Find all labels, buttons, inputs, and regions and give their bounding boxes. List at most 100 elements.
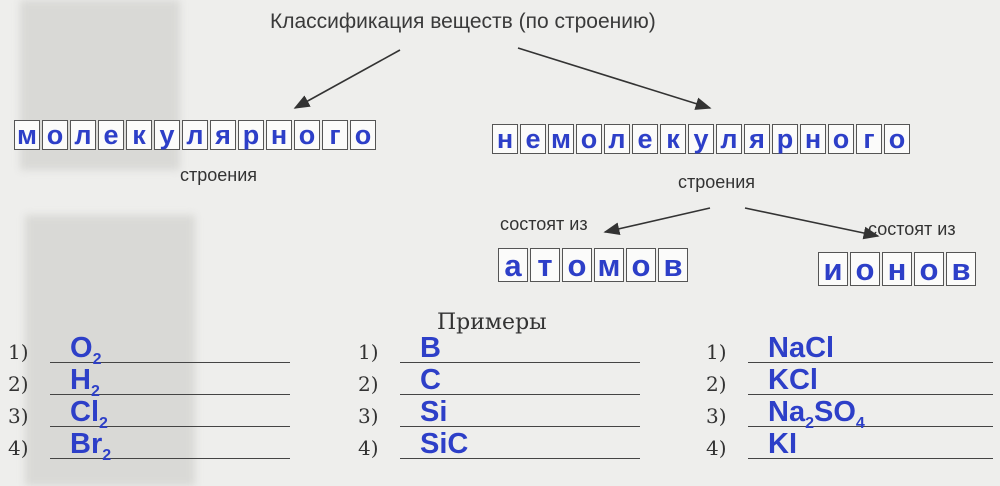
letter-box: а [498, 248, 528, 282]
example-number: 2) [358, 372, 379, 396]
answer-line [748, 394, 993, 395]
letter-box: о [850, 252, 880, 286]
example-number: 2) [706, 372, 727, 396]
answer-formula: KCl [768, 364, 818, 396]
letter-box: м [548, 124, 574, 154]
example-row: 1) B [358, 334, 640, 364]
letter-box: н [800, 124, 826, 154]
letter-box: л [716, 124, 742, 154]
arrow-to-nonmolecular [517, 47, 712, 110]
answer-formula: Si [420, 396, 448, 428]
answer-formula: H2 [70, 364, 100, 400]
letter-box: е [520, 124, 546, 154]
example-row: 1) O2 [8, 334, 290, 368]
example-number: 2) [8, 372, 29, 396]
letter-box: р [772, 124, 798, 154]
letter-box: р [238, 120, 264, 150]
letter-box: я [210, 120, 236, 150]
letter-box: н [882, 252, 912, 286]
example-row: 1)NaCl [706, 334, 993, 364]
letter-box: г [322, 120, 348, 150]
example-row: 2) H2 [8, 366, 290, 400]
molecular-caption: строения [180, 165, 258, 185]
example-row: 4) KI [706, 430, 993, 460]
answer-line [50, 426, 290, 427]
letter-box: я [744, 124, 770, 154]
arrow-to-ions [744, 207, 880, 240]
answer-line [50, 362, 290, 363]
letter-box: и [818, 252, 848, 286]
answer-line [50, 394, 290, 395]
arrow-to-atoms [603, 207, 711, 236]
answer-formula: O2 [70, 332, 102, 368]
answer-formula: Cl2 [70, 396, 108, 432]
example-row: 2) KCl [706, 366, 993, 396]
example-number: 1) [8, 340, 29, 364]
letter-box: к [660, 124, 686, 154]
letter-box: о [914, 252, 944, 286]
letter-box: у [688, 124, 714, 154]
letter-box: л [70, 120, 96, 150]
letter-box: о [294, 120, 320, 150]
consist-of-left-label: состоят из [500, 214, 588, 234]
letter-box: г [856, 124, 882, 154]
letter-box: у [154, 120, 180, 150]
answer-line [748, 458, 993, 459]
letter-box: о [350, 120, 376, 150]
example-number: 4) [706, 436, 727, 460]
answer-line [400, 394, 640, 395]
letter-box: н [492, 124, 518, 154]
letter-box: е [98, 120, 124, 150]
example-row: 3)Na2SO4 [706, 398, 993, 432]
letter-box: е [632, 124, 658, 154]
example-number: 3) [8, 404, 29, 428]
letter-box: о [576, 124, 602, 154]
answer-line [50, 458, 290, 459]
answer-line [400, 426, 640, 427]
example-row: 3) Si [358, 398, 640, 428]
answer-formula: SiC [420, 428, 469, 460]
background-portrait-bottom [25, 215, 195, 486]
nonmolecular-caption: строения [678, 172, 756, 192]
consist-of-right-label: состоят из [868, 219, 956, 239]
answer-formula: NaCl [768, 332, 835, 364]
letter-box: о [884, 124, 910, 154]
letter-box: м [14, 120, 40, 150]
letter-box: в [658, 248, 688, 282]
letter-box: л [182, 120, 208, 150]
answer-line [400, 458, 640, 459]
answer-formula: B [420, 332, 441, 364]
letter-box: о [828, 124, 854, 154]
letter-box: о [562, 248, 592, 282]
answer-line [400, 362, 640, 363]
example-number: 3) [358, 404, 379, 428]
examples-title: Примеры [437, 310, 547, 335]
letter-box: в [946, 252, 976, 286]
example-number: 4) [358, 436, 379, 460]
letter-box: к [126, 120, 152, 150]
example-row: 2) C [358, 366, 640, 396]
letter-box: о [42, 120, 68, 150]
answer-line [748, 426, 993, 427]
letter-box: м [594, 248, 624, 282]
classification-title: Классификация веществ (по строению) [270, 10, 656, 33]
example-number: 1) [358, 340, 379, 364]
answer-formula: KI [768, 428, 797, 460]
example-row: 3) Cl2 [8, 398, 290, 432]
answer-formula: Br2 [70, 428, 112, 464]
example-row: 4) Br2 [8, 430, 290, 464]
example-row: 4) SiC [358, 430, 640, 460]
arrow-to-molecular [293, 49, 401, 109]
example-number: 4) [8, 436, 29, 460]
answer-formula: Na2SO4 [768, 396, 865, 432]
letter-box: о [626, 248, 656, 282]
answer-formula: C [420, 364, 441, 396]
answer-line [748, 362, 993, 363]
letter-box: н [266, 120, 292, 150]
letter-box: т [530, 248, 560, 282]
